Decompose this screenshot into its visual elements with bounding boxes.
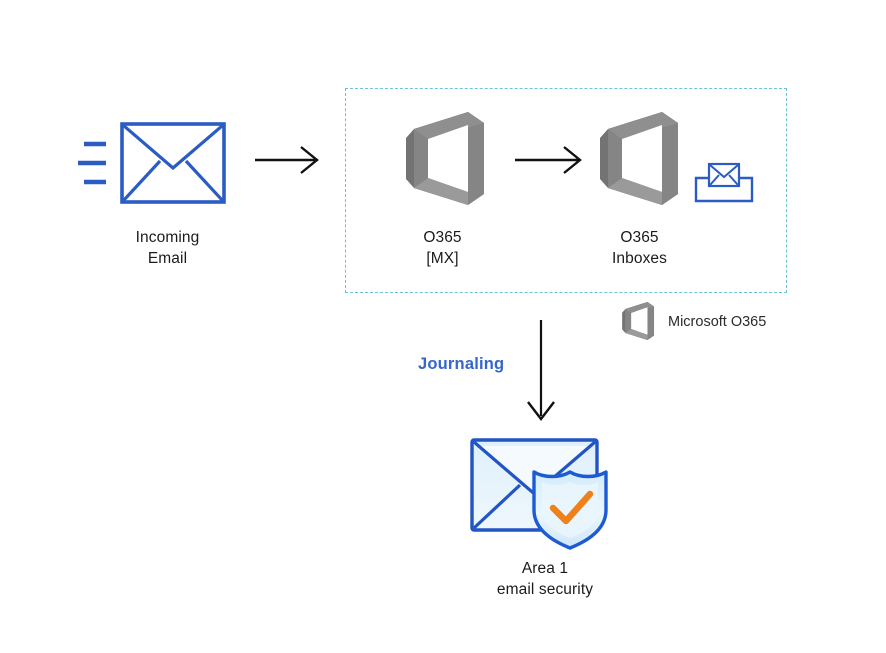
arrow-down-icon bbox=[527, 320, 555, 421]
incoming-email-label: Incoming Email bbox=[135, 229, 200, 267]
inbox-tray-envelope-icon bbox=[694, 162, 754, 203]
envelope-with-motion-lines-icon bbox=[78, 122, 226, 204]
arrow-mx-to-inboxes bbox=[515, 145, 587, 175]
arrow-right-icon bbox=[515, 146, 582, 174]
incoming-email-node bbox=[78, 118, 228, 213]
o365-inbox-tray bbox=[694, 160, 754, 204]
office365-logo-icon bbox=[406, 112, 484, 205]
legend-label: Microsoft O365 bbox=[668, 314, 767, 330]
arrow-incoming-to-mx bbox=[255, 145, 323, 175]
envelope-shield-check-icon bbox=[470, 438, 608, 550]
office365-logo-icon bbox=[622, 302, 655, 340]
office365-logo-icon bbox=[600, 112, 678, 205]
arrow-right-icon bbox=[255, 146, 319, 174]
o365-inboxes-label: O365 Inboxes bbox=[612, 229, 667, 267]
area1-email-security-label: Area 1 email security bbox=[496, 560, 594, 598]
o365-mx-node bbox=[406, 112, 486, 205]
o365-inboxes-node bbox=[600, 112, 680, 205]
microsoft-o365-boundary-box bbox=[345, 88, 787, 293]
o365-mx-label: O365 [MX] bbox=[423, 229, 462, 267]
area1-email-security-node bbox=[468, 432, 633, 550]
journaling-edge-label: Journaling bbox=[418, 355, 505, 373]
arrow-inboxes-to-area1 bbox=[524, 320, 558, 424]
legend-o365-icon-wrapper bbox=[622, 302, 655, 340]
